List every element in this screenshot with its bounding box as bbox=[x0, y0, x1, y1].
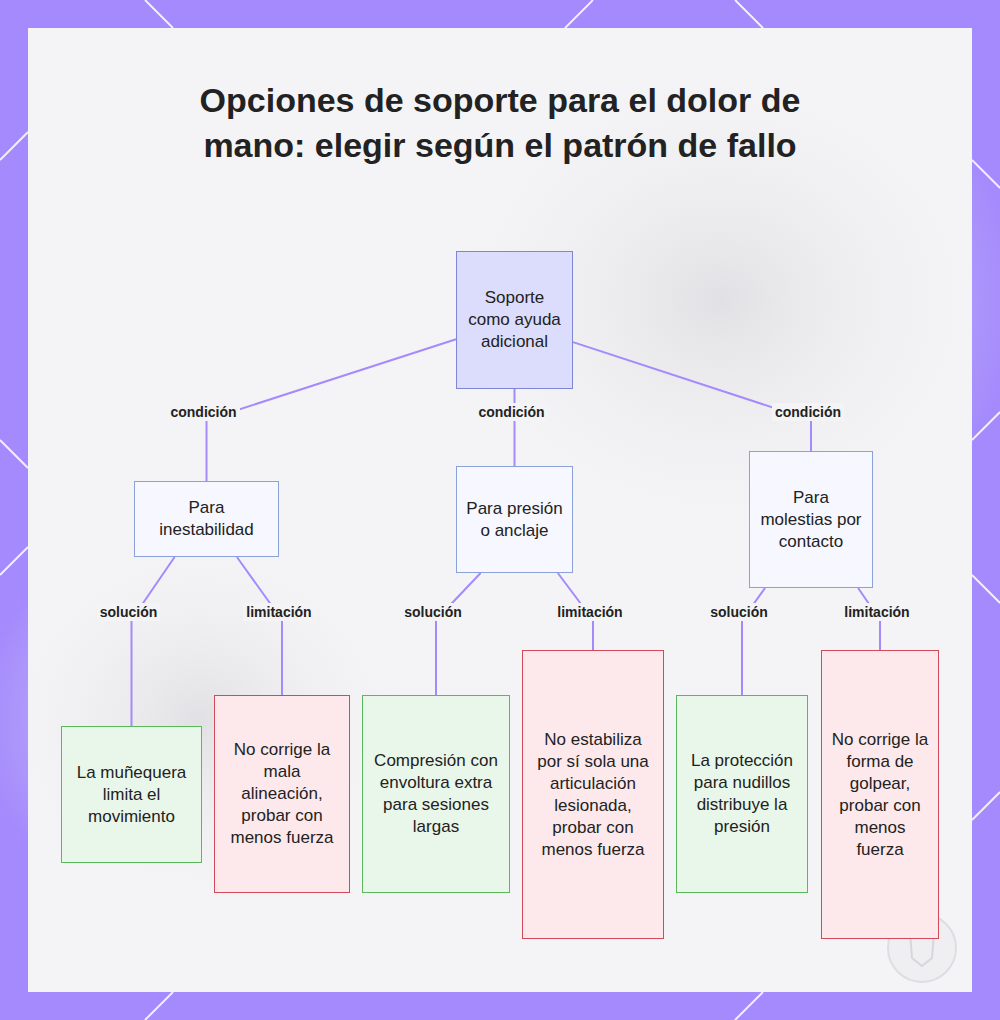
edge-label: limitación bbox=[841, 603, 912, 621]
limitation-box: No corrige la mala alineación, probar co… bbox=[214, 695, 350, 893]
condition-box: Para inestabilidad bbox=[134, 481, 279, 557]
node-text: No corrige la forma de golpear, probar c… bbox=[830, 729, 930, 861]
limitation-box: No estabiliza por sí sola una articulaci… bbox=[522, 650, 664, 939]
root-box: Soporte como ayuda adicional bbox=[456, 251, 573, 389]
edge-label: condición bbox=[167, 403, 239, 421]
diagram-title: Opciones de soporte para el dolor de man… bbox=[150, 78, 850, 168]
node-text: No estabiliza por sí sola una articulaci… bbox=[531, 729, 655, 861]
node-text: Para molestias por contacto bbox=[758, 487, 864, 553]
edge-label: limitación bbox=[243, 603, 314, 621]
condition-box: Para presión o anclaje bbox=[456, 466, 573, 573]
edge-label: solución bbox=[707, 603, 771, 621]
connector bbox=[573, 342, 811, 451]
node-text: Compresión con envoltura extra para sesi… bbox=[371, 750, 501, 838]
node-text: No corrige la mala alineación, probar co… bbox=[223, 739, 341, 849]
connector bbox=[132, 557, 175, 726]
edge-label: solución bbox=[401, 603, 465, 621]
edge-label: condición bbox=[475, 403, 547, 421]
condition-box: Para molestias por contacto bbox=[749, 451, 873, 588]
solution-box: Compresión con envoltura extra para sesi… bbox=[362, 695, 510, 893]
connector bbox=[207, 339, 457, 481]
edge-label: condición bbox=[772, 403, 844, 421]
node-text: Para presión o anclaje bbox=[465, 498, 564, 542]
solution-box: La protección para nudillos distribuye l… bbox=[676, 695, 808, 893]
limitation-box: No corrige la forma de golpear, probar c… bbox=[821, 650, 939, 939]
node-text: Para inestabilidad bbox=[143, 497, 270, 541]
connector bbox=[237, 557, 282, 695]
node-text: La protección para nudillos distribuye l… bbox=[685, 750, 799, 838]
connector bbox=[514, 389, 516, 466]
solution-box: La muñequera limita el movimiento bbox=[61, 726, 202, 863]
connector bbox=[436, 573, 481, 695]
edge-label: solución bbox=[97, 603, 161, 621]
node-text: Soporte como ayuda adicional bbox=[465, 287, 564, 353]
node-text: La muñequera limita el movimiento bbox=[70, 762, 193, 828]
edge-label: limitación bbox=[554, 603, 625, 621]
